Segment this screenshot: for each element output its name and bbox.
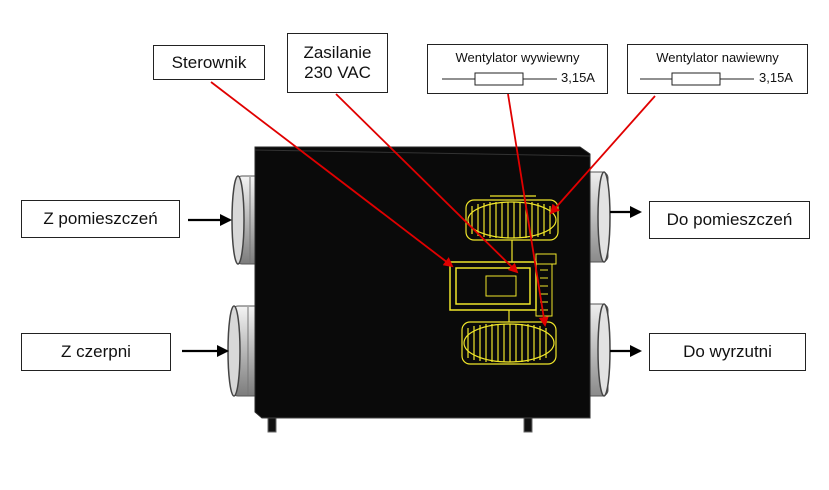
arrow-zasilanie bbox=[335, 93, 519, 274]
label-z-czerpni-text: Z czerpni bbox=[61, 342, 131, 361]
arrow-wentylator-wywiewny bbox=[507, 93, 549, 327]
upper-fan bbox=[465, 195, 559, 262]
label-z-pomieszczen: Z pomieszczeń bbox=[21, 200, 180, 238]
label-sterownik: Sterownik bbox=[153, 45, 265, 80]
label-z-czerpni: Z czerpni bbox=[21, 333, 171, 371]
arrow-wentylator-nawiewny bbox=[549, 95, 656, 215]
label-do-pomieszczen-text: Do pomieszczeń bbox=[666, 210, 793, 229]
fuse-symbol-nawiewny bbox=[640, 72, 754, 86]
label-zasilanie: Zasilanie 230 VAC bbox=[287, 33, 388, 93]
label-wentylator-wywiewny: Wentylator wywiewny 3,15A bbox=[427, 44, 608, 94]
label-wentylator-nawiewny-title: Wentylator nawiewny bbox=[656, 50, 779, 65]
label-wentylator-nawiewny-fuse: 3,15A bbox=[759, 70, 793, 85]
label-zasilanie-line1: Zasilanie bbox=[303, 43, 372, 62]
lower-fan bbox=[461, 310, 557, 365]
arrow-sterownik bbox=[210, 81, 454, 268]
controller-board bbox=[449, 253, 557, 317]
label-sterownik-text: Sterownik bbox=[171, 52, 247, 72]
flow-arrows bbox=[182, 206, 642, 357]
label-do-pomieszczen: Do pomieszczeń bbox=[649, 201, 810, 239]
label-do-wyrzutni-text: Do wyrzutni bbox=[683, 342, 772, 361]
label-do-wyrzutni: Do wyrzutni bbox=[649, 333, 806, 371]
unit-housing bbox=[254, 146, 591, 433]
label-wentylator-wywiewny-fuse: 3,15A bbox=[561, 70, 595, 85]
pointer-arrows bbox=[210, 81, 656, 327]
label-wentylator-nawiewny: Wentylator nawiewny 3,15A bbox=[627, 44, 808, 94]
label-zasilanie-line2: 230 VAC bbox=[304, 63, 371, 82]
label-wentylator-wywiewny-title: Wentylator wywiewny bbox=[455, 50, 580, 65]
label-z-pomieszczen-text: Z pomieszczeń bbox=[43, 209, 158, 228]
fuse-symbol-wywiewny bbox=[442, 72, 557, 86]
